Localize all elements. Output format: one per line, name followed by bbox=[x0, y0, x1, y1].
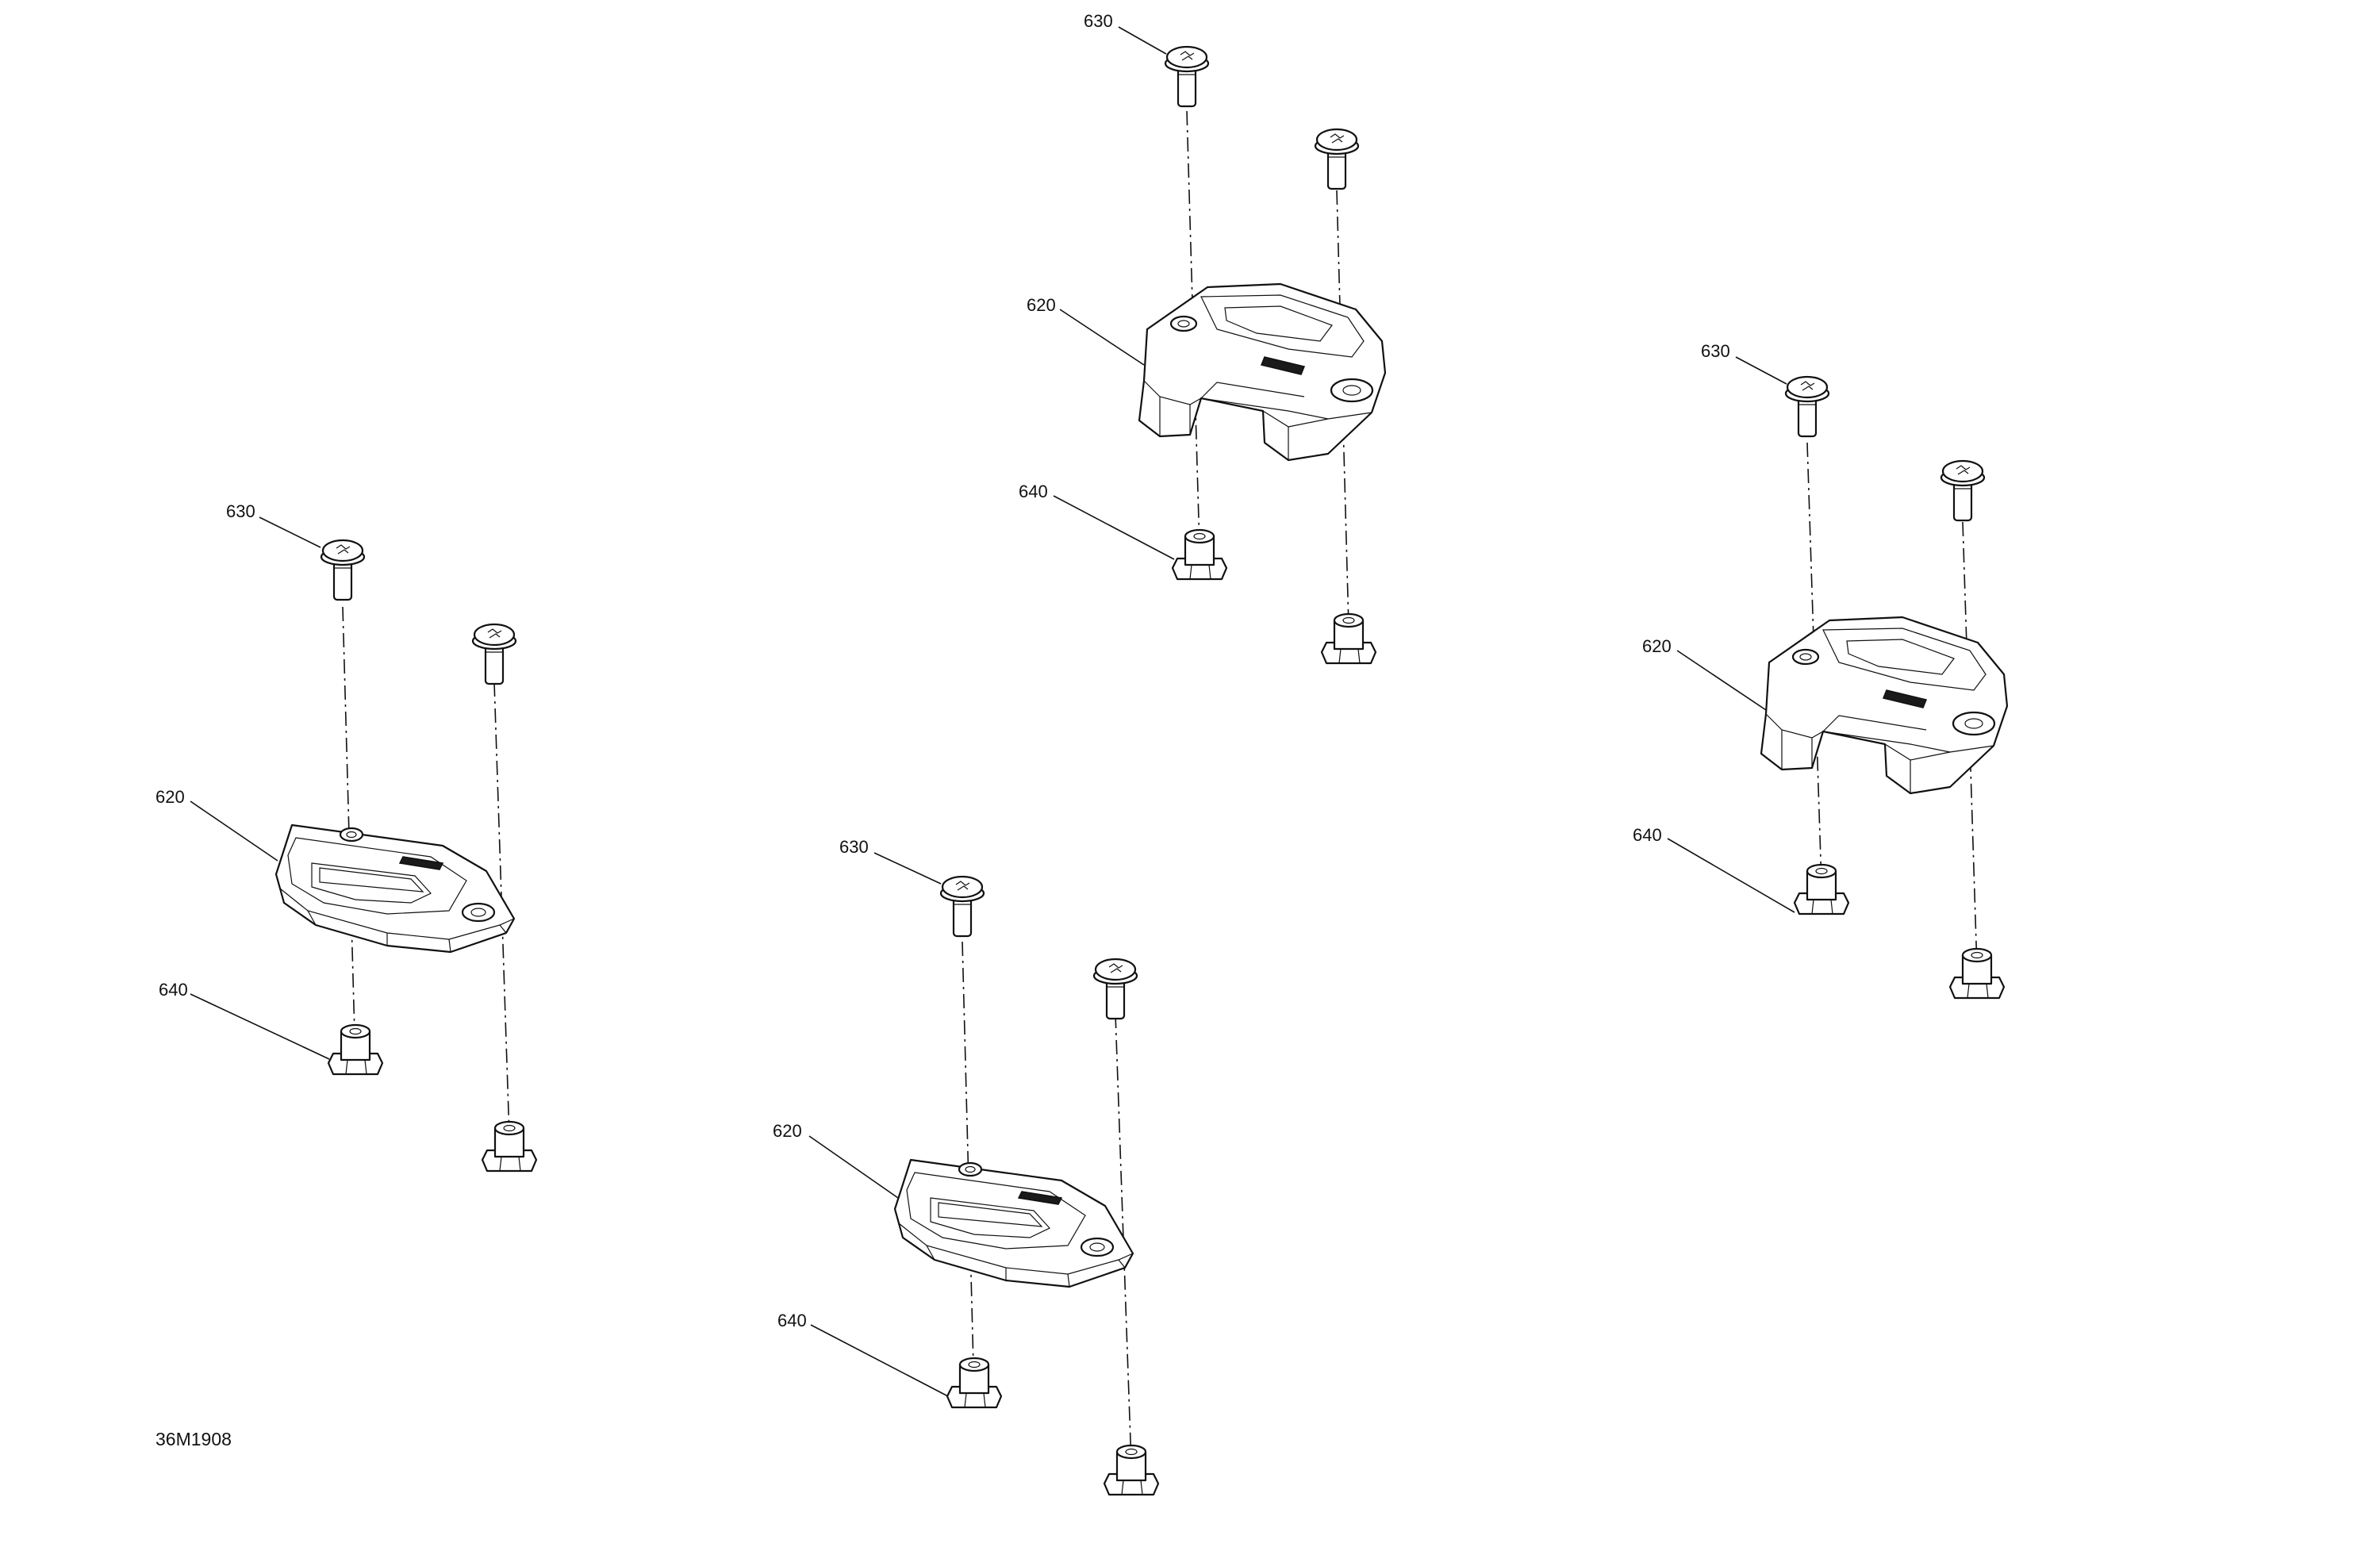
screw-630-r-a bbox=[1784, 375, 1830, 438]
callout-640-r: 640 bbox=[1633, 825, 1662, 845]
screw-630-bl-a bbox=[320, 539, 366, 601]
group-top-center: 630 620 640 bbox=[1019, 11, 1387, 665]
callout-630-bl: 630 bbox=[226, 501, 255, 521]
callout-630-tc: 630 bbox=[1084, 11, 1113, 31]
screw-630-r-b bbox=[1940, 459, 1986, 522]
bracket-620-bl bbox=[274, 823, 516, 954]
insert-640-bl-a bbox=[327, 1023, 384, 1076]
bracket-620-tc bbox=[1138, 282, 1387, 462]
callout-630-r: 630 bbox=[1701, 341, 1730, 361]
callout-640-bc: 640 bbox=[777, 1311, 807, 1330]
screw-630-bc-a bbox=[939, 875, 985, 938]
callout-640-tc: 640 bbox=[1019, 482, 1048, 501]
callout-640-bl: 640 bbox=[159, 980, 188, 1000]
group-right: 630 620 640 bbox=[1633, 341, 2009, 1000]
screw-630-tc-a bbox=[1164, 45, 1210, 108]
callout-620-r: 620 bbox=[1642, 636, 1672, 656]
insert-640-bc-a bbox=[946, 1357, 1003, 1409]
screw-630-bc-b bbox=[1092, 958, 1138, 1020]
callout-620-tc: 620 bbox=[1027, 295, 1056, 315]
screw-630-bl-b bbox=[471, 623, 517, 685]
screw-630-tc-b bbox=[1314, 128, 1360, 190]
insert-640-tc-a bbox=[1171, 528, 1228, 581]
insert-640-bc-b bbox=[1103, 1444, 1160, 1496]
group-bottom-center: 630 620 640 bbox=[773, 837, 1160, 1496]
insert-640-tc-b bbox=[1320, 612, 1377, 665]
reference-code: 36M1908 bbox=[155, 1429, 232, 1449]
callout-620-bl: 620 bbox=[155, 787, 185, 807]
insert-640-r-b bbox=[1948, 947, 2006, 1000]
callout-620-bc: 620 bbox=[773, 1121, 802, 1141]
bracket-620-r bbox=[1760, 616, 2009, 795]
group-bottom-left: 630 620 640 bbox=[155, 501, 538, 1173]
insert-640-bl-b bbox=[481, 1120, 538, 1173]
callout-630-bc: 630 bbox=[839, 837, 869, 857]
bracket-620-bc bbox=[893, 1158, 1134, 1288]
insert-640-r-a bbox=[1793, 863, 1850, 916]
